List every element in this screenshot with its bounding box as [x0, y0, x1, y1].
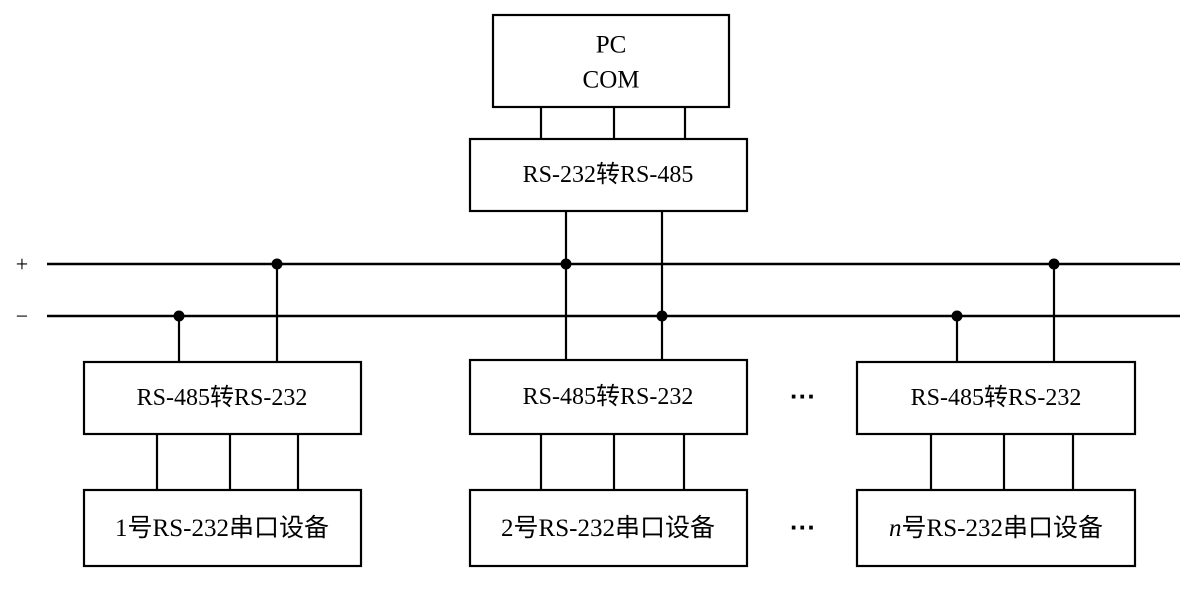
node2-converter-box: RS-485转RS-232 [468, 358, 749, 436]
junction-dot [271, 258, 283, 270]
node2-converter-label: RS-485转RS-232 [523, 383, 694, 410]
junction-dot [173, 310, 185, 322]
node-n-converter-label: RS-485转RS-232 [911, 384, 1082, 411]
com-label: COM [583, 67, 640, 94]
junction-dots [173, 258, 1060, 322]
node2-device-box: 2号RS-232串口设备 [468, 488, 749, 568]
master-converter-label: RS-232转RS-485 [523, 161, 694, 188]
node2-device-wires [539, 434, 686, 490]
pc-label: PC [596, 32, 627, 59]
bus-minus-sign: − [16, 304, 28, 329]
pc-to-converter-wires [539, 107, 687, 139]
junction-dot [951, 310, 963, 322]
converter-ellipsis: ··· [790, 381, 816, 411]
node-n-converter-box: RS-485转RS-232 [855, 360, 1137, 436]
master-bus-wires [564, 211, 664, 360]
master-converter-box: RS-232转RS-485 [468, 137, 749, 213]
node1-device-label: 1号RS-232串口设备 [115, 514, 329, 542]
node1-device-box: 1号RS-232串口设备 [82, 488, 363, 568]
node-n-bus-wires [955, 264, 1056, 362]
node-n-device-box: n号RS-232串口设备 [855, 488, 1137, 568]
junction-dot [656, 310, 668, 322]
pc-com-box: PC COM [491, 13, 731, 109]
node1-bus-wires [177, 264, 279, 362]
node1-device-wires [155, 434, 300, 490]
device-ellipsis: ··· [790, 512, 816, 542]
junction-dot [560, 258, 572, 270]
node-n-device-wires [929, 434, 1075, 490]
junction-dot [1048, 258, 1060, 270]
bus-plus-sign: + [16, 252, 28, 277]
node1-converter-box: RS-485转RS-232 [82, 360, 363, 436]
node-n-device-label: n号RS-232串口设备 [889, 514, 1103, 542]
node2-device-label: 2号RS-232串口设备 [501, 514, 715, 542]
node1-converter-label: RS-485转RS-232 [137, 384, 308, 411]
